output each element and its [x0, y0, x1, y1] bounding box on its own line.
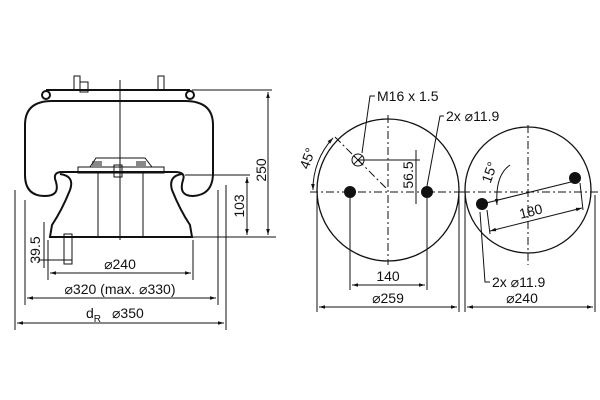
hole-left [344, 186, 356, 198]
piston-diameter-label: ⌀240 [104, 256, 136, 272]
height-250-label: 250 [253, 158, 269, 182]
bolt-offset-label: 39.5 [27, 236, 43, 263]
piston-top [77, 166, 165, 174]
angle-15-label: 15° [478, 160, 500, 185]
top-diameter-label: ⌀259 [372, 290, 404, 306]
side-view: 250 103 39.5 ⌀240 ⌀320 (max. ⌀330) dR ⌀3… [14, 75, 276, 330]
bottom-hole-right [569, 172, 581, 184]
dr-label: dR [86, 305, 101, 325]
bottom-diameter-label: ⌀240 [506, 290, 538, 306]
bellows [24, 100, 214, 198]
top-plate-view: M16 x 1.5 2x ⌀11.9 56.5 45° 140 ⌀259 [296, 88, 500, 312]
height-103-label: 103 [231, 194, 247, 218]
hole-spacing-140-label: 140 [376, 268, 400, 284]
bottom-plate-view: 15° 180 2x ⌀11.9 ⌀240 [462, 125, 600, 312]
top-plate [41, 75, 195, 100]
thread-label: M16 x 1.5 [377, 88, 439, 104]
piston [48, 173, 194, 238]
hole-spacing-180-label: 180 [518, 201, 545, 222]
top-holes-label: 2x ⌀11.9 [446, 108, 500, 124]
offset-label: 56.5 [400, 161, 416, 188]
angle-45-label: 45° [296, 146, 318, 171]
bellows-diameter-label: ⌀320 (max. ⌀330) [64, 281, 175, 297]
bottom-holes-label: 2x ⌀11.9 [492, 274, 546, 290]
hole-right [421, 186, 433, 198]
bottom-bolt [63, 233, 73, 265]
dr-diameter-label: ⌀350 [112, 305, 144, 321]
